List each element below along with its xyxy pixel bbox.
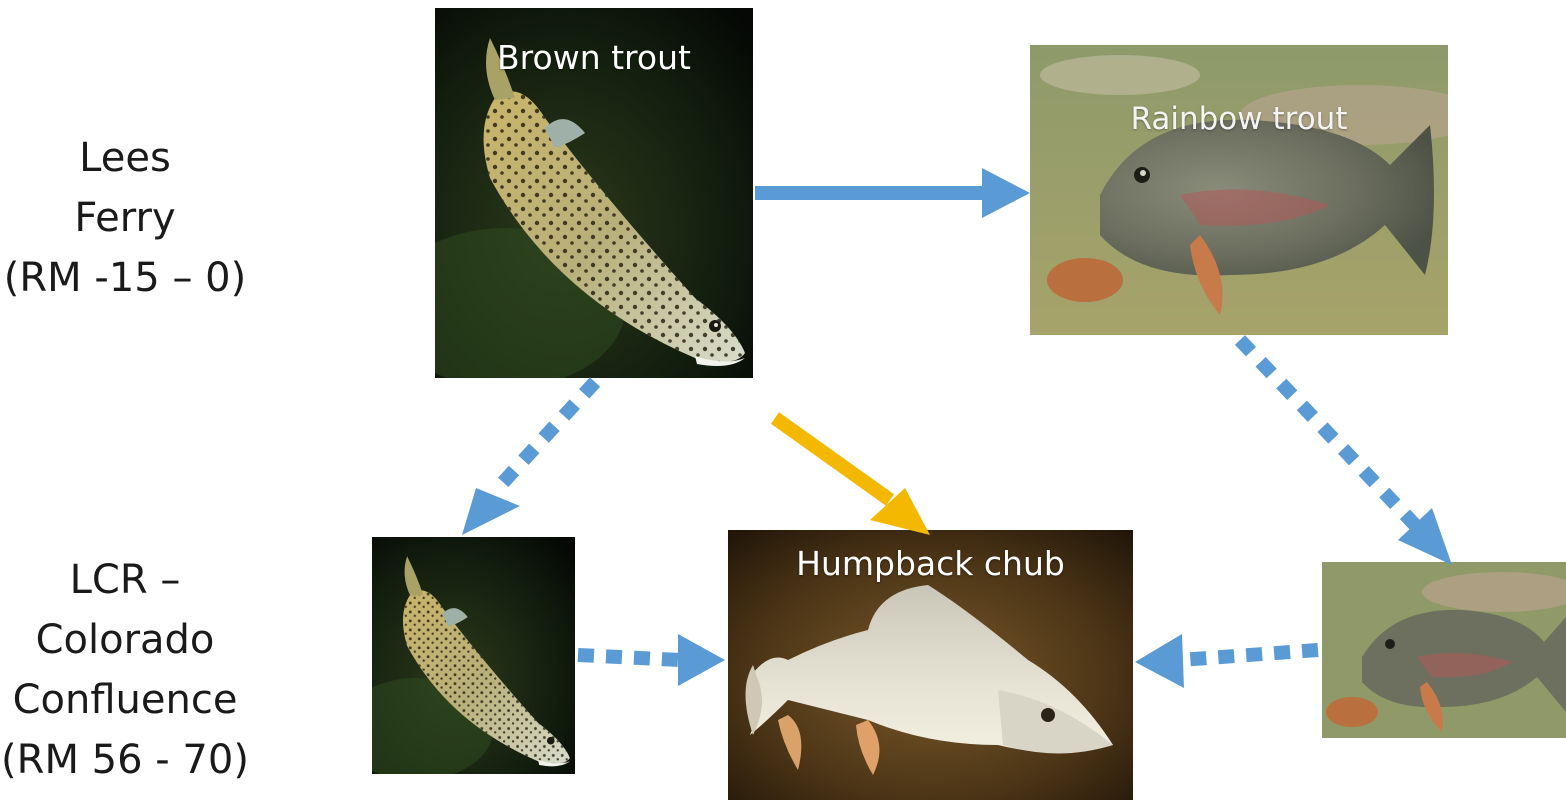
site-label-line: (RM -15 – 0) [0, 248, 250, 308]
arrow-lcr-brown-to-chub [578, 634, 725, 686]
arrow-brown-to-chub [775, 418, 930, 535]
brown-trout-photo-small [372, 537, 575, 774]
site-label-lees-ferry: Lees Ferry (RM -15 – 0) [0, 128, 250, 308]
arrow-brown-downstream [462, 382, 595, 535]
humpback-chub-photo: Humpback chub [728, 530, 1133, 800]
site-label-line: Ferry [0, 188, 250, 248]
arrow-brown-to-rainbow [755, 168, 1030, 218]
brown-trout-photo: Brown trout [435, 8, 753, 378]
rainbow-trout-label: Rainbow trout [1030, 101, 1448, 137]
rainbow-trout-image-small [1322, 562, 1566, 738]
brown-trout-label: Brown trout [435, 38, 753, 77]
site-label-lcr-confluence: LCR – Colorado Confluence (RM 56 - 70) [0, 550, 250, 790]
site-label-line: Lees [0, 128, 250, 188]
rainbow-trout-photo: Rainbow trout [1030, 45, 1448, 335]
rainbow-trout-photo-small [1322, 562, 1566, 738]
rainbow-trout-image [1030, 45, 1448, 335]
site-label-line: LCR – [0, 550, 250, 610]
brown-trout-image-small [372, 537, 575, 774]
site-label-line: Colorado [0, 610, 250, 670]
arrow-rainbow-downstream [1240, 340, 1452, 565]
site-label-line: Confluence [0, 670, 250, 730]
humpback-chub-label: Humpback chub [728, 544, 1133, 583]
site-label-line: (RM 56 - 70) [0, 730, 250, 790]
arrow-lcr-rainbow-to-chub [1135, 634, 1318, 688]
